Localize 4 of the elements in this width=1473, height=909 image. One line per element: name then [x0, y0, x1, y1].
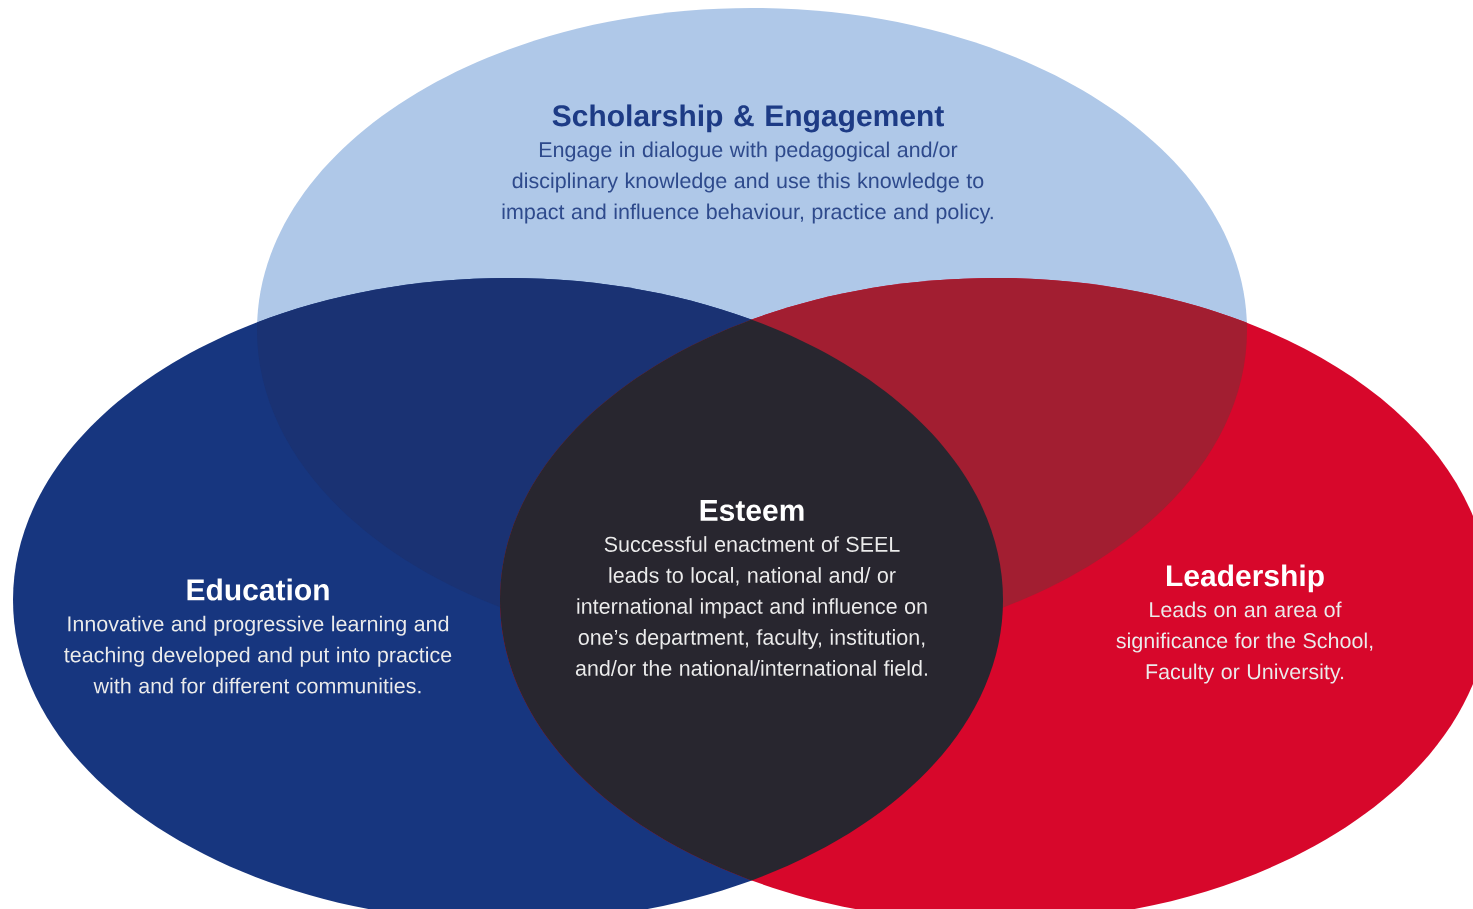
region-text: Esteem Successful enactment of SEEL leads to local, national and/ or international impact and influence on one’s department, faculty, institution, and/or the national/international field.	[575, 500, 927, 676]
region-text: Leadership Leads on an area of significance for the School, Faculty or University.	[1116, 564, 1373, 684]
region-text: Scholarship & Engagement Engage in dialogue with pedagogical and/or disciplinary knowledge and use this knowledge to impact and influence behaviour, practice and policy.	[502, 104, 993, 224]
region-text: Education Innovative and progressive learning and teaching developed and put into practice with and for different communities.	[64, 578, 452, 694]
